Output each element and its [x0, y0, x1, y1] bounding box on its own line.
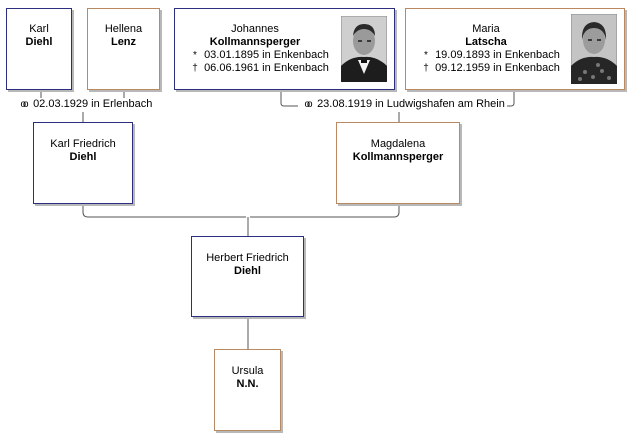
person-card-johannes[interactable]: Johannes Kollmannsperger * 03.01.1895 in… [174, 8, 395, 90]
surname: N.N. [236, 378, 259, 390]
given-name: Magdalena [370, 138, 426, 150]
connector-magdalena-down [250, 204, 400, 218]
surname: Latscha [465, 36, 507, 48]
death-date: 09.12.1959 in Enkenbach [435, 62, 560, 74]
connector-johannes [280, 90, 300, 107]
person-card-maria[interactable]: Maria Latscha * 19.09.1893 in Enkenbach … [405, 8, 625, 90]
person-card-ursula[interactable]: Ursula N.N. [214, 349, 281, 431]
marriage-label-1: oo 02.03.1929 in Erlenbach [14, 98, 155, 111]
person-card-karl-friedrich[interactable]: Karl Friedrich Diehl [33, 122, 133, 204]
marriage-icon: oo [304, 99, 312, 110]
given-name: Maria [472, 23, 500, 35]
marriage-icon: oo [20, 99, 28, 110]
birth-icon: * [193, 50, 197, 61]
death-event: † 06.06.1961 in Enkenbach [175, 62, 335, 75]
connector-karl-friedrich-down [82, 204, 246, 218]
marriage-label-2: oo 23.08.1919 in Ludwigshafen am Rhein [298, 98, 507, 111]
surname: Diehl [234, 265, 261, 277]
death-date: 06.06.1961 in Enkenbach [204, 62, 329, 74]
surname: Lenz [110, 36, 137, 48]
person-card-herbert[interactable]: Herbert Friedrich Diehl [191, 236, 304, 317]
portrait-photo [571, 14, 617, 84]
marriage-date: 02.03.1929 in Erlenbach [33, 98, 153, 110]
birth-date: 19.09.1893 in Enkenbach [435, 49, 560, 61]
given-name: Karl [29, 23, 49, 35]
birth-event: * 19.09.1893 in Enkenbach [406, 49, 566, 62]
portrait-photo [341, 16, 387, 82]
birth-event: * 03.01.1895 in Enkenbach [175, 49, 335, 62]
person-card-hellena[interactable]: Hellena Lenz [87, 8, 160, 90]
surname: Diehl [25, 36, 53, 48]
given-name: Karl Friedrich [50, 138, 116, 150]
person-card-karl[interactable]: Karl Diehl [6, 8, 72, 90]
death-icon: † [192, 63, 198, 74]
birth-icon: * [424, 50, 428, 61]
given-name: Hellena [104, 23, 143, 35]
connector-maria [500, 90, 515, 107]
surname: Kollmannsperger [352, 151, 444, 163]
surname: Kollmannsperger [209, 36, 301, 48]
birth-date: 03.01.1895 in Enkenbach [204, 49, 329, 61]
given-name: Herbert Friedrich [206, 252, 289, 264]
given-name: Ursula [231, 365, 264, 377]
death-icon: † [423, 63, 429, 74]
surname: Diehl [69, 151, 97, 163]
given-name: Johannes [231, 23, 279, 35]
person-card-magdalena[interactable]: Magdalena Kollmannsperger [336, 122, 460, 204]
death-event: † 09.12.1959 in Enkenbach [406, 62, 566, 75]
marriage-date: 23.08.1919 in Ludwigshafen am Rhein [317, 98, 505, 110]
